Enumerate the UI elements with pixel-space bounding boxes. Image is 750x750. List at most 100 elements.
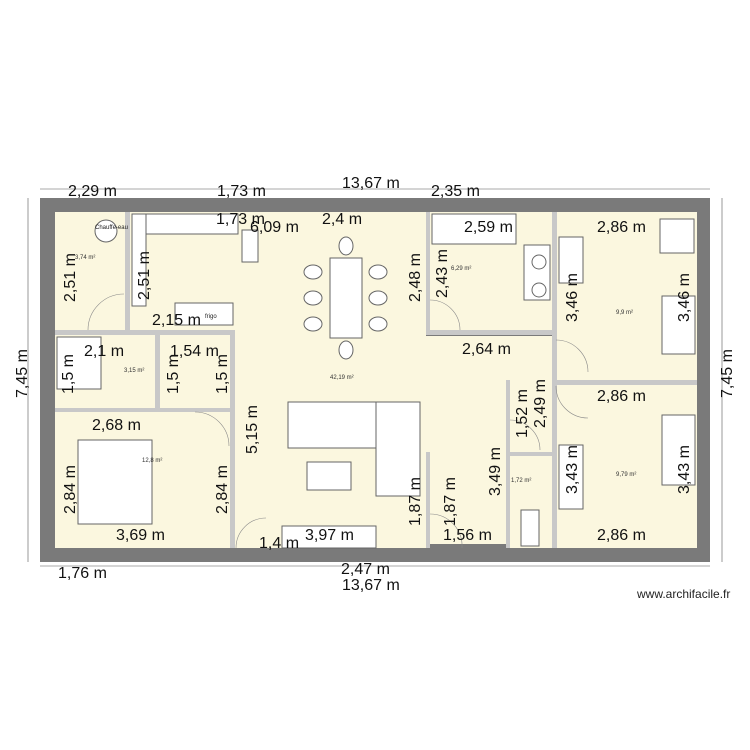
door-arc <box>87 293 125 331</box>
overall-height-left: 7,45 m <box>14 349 31 398</box>
chair <box>368 264 388 280</box>
desk <box>659 218 695 254</box>
door-arc <box>194 411 230 447</box>
dim-label: 1,52 m <box>514 389 531 438</box>
wall-shower-closet <box>155 335 160 408</box>
sink-basin <box>531 254 547 270</box>
dim-label: 1,4 m <box>259 535 299 552</box>
wall-wc-top <box>510 452 554 456</box>
wall-bedrooms-divider <box>557 380 697 385</box>
dim-label: 5,15 m <box>244 405 261 454</box>
toilet <box>520 509 540 547</box>
door-arc <box>429 299 461 331</box>
dim-label: 3,49 m <box>487 447 504 496</box>
chair <box>368 290 388 306</box>
dim-label: 1,87 m <box>407 477 424 526</box>
dim-label: 2,51 m <box>62 253 79 302</box>
dim-label: 3,43 m <box>676 445 693 494</box>
chair <box>303 316 323 332</box>
chair <box>303 290 323 306</box>
dim-label: 2,86 m <box>597 219 646 236</box>
dim-label: 6,09 m <box>250 219 299 236</box>
bathtub <box>431 213 517 245</box>
area-label: 6,29 m² <box>451 266 471 272</box>
dim-label: 2,43 m <box>434 249 451 298</box>
dim-label: 1,5 m <box>214 354 231 394</box>
door-arc <box>555 385 589 419</box>
dim-label: 3,43 m <box>564 445 581 494</box>
wall-entry-kitchen <box>125 212 130 330</box>
wall-bath-bottom <box>426 330 554 335</box>
dim-label: 3,46 m <box>676 273 693 322</box>
chair <box>338 340 354 360</box>
dim-label: 2,47 m <box>341 561 390 578</box>
boiler-icon <box>94 219 118 243</box>
dim-label: 2,15 m <box>152 312 201 329</box>
bed <box>661 414 696 486</box>
kitchen-island <box>241 229 259 263</box>
coffee-table <box>306 461 352 491</box>
kitchen-counter-side <box>131 213 147 307</box>
shower-tray <box>56 336 102 390</box>
wall-wc-left <box>506 380 510 548</box>
fridge-label: frigo <box>205 314 217 320</box>
dim-label: 2,59 m <box>464 219 513 236</box>
door-arc <box>555 339 589 373</box>
area-label: 9,9 m² <box>616 310 633 316</box>
dim-label: 1,5 m <box>165 354 182 394</box>
dim-label: 3,69 m <box>116 527 165 544</box>
chair <box>338 236 354 256</box>
dim-label: 1,73 m <box>217 183 266 200</box>
dim-label: 2,86 m <box>597 527 646 544</box>
overall-width-top: 13,67 m <box>342 175 400 192</box>
wardrobe <box>558 236 584 284</box>
wall-closet-right <box>230 335 235 548</box>
dim-label: 2,84 m <box>214 465 231 514</box>
wardrobe <box>558 444 584 510</box>
fridge <box>174 302 234 326</box>
dim-label: 1,73 m <box>216 211 265 228</box>
dim-label: 3,46 m <box>564 273 581 322</box>
dim-label: 1,5 m <box>60 354 77 394</box>
dim-label: 2,29 m <box>68 183 117 200</box>
tv-unit <box>281 525 377 549</box>
wall-bedroom-left <box>552 212 557 548</box>
area-label: 3,15 m² <box>124 368 144 374</box>
door-arc <box>509 419 541 451</box>
dim-label: 1,56 m <box>443 527 492 544</box>
dim-label: 1,87 m <box>442 477 459 526</box>
dim-label: 1,76 m <box>58 565 107 582</box>
dim-label: 2,86 m <box>597 388 646 405</box>
chair <box>368 316 388 332</box>
dim-label: 2,68 m <box>92 417 141 434</box>
dim-label: 2,51 m <box>136 251 153 300</box>
wall-entry-bottom <box>55 330 235 335</box>
boiler-label: Chauffe-eau <box>95 225 128 231</box>
wall-bedroom1-top <box>55 408 235 412</box>
area-label: 3,74 m² <box>75 255 95 261</box>
bed <box>661 295 696 355</box>
sofa-return <box>375 401 421 497</box>
dim-label: 3,97 m <box>305 527 354 544</box>
area-label: 12,8 m² <box>142 458 162 464</box>
dim-label: 2,84 m <box>62 465 79 514</box>
dim-label: 2,64 m <box>462 341 511 358</box>
area-label: 9,79 m² <box>616 472 636 478</box>
watermark: www.archifacile.fr <box>636 587 730 601</box>
dim-label: 2,48 m <box>407 253 424 302</box>
chair <box>303 264 323 280</box>
door-arc <box>235 517 267 549</box>
sink-basin <box>531 282 547 298</box>
area-label: 1,72 m² <box>511 478 531 484</box>
dim-label: 1,54 m <box>170 343 219 360</box>
dining-table <box>329 257 363 339</box>
overall-height-right: 7,45 m <box>719 349 736 398</box>
door-arc <box>429 513 463 549</box>
area-label: 42,19 m² <box>330 375 354 381</box>
bed <box>77 439 153 525</box>
dim-label: 2,1 m <box>84 343 124 360</box>
dim-label: 2,49 m <box>532 379 549 428</box>
wall-bath-left <box>426 212 430 330</box>
wall-hall-left <box>426 452 430 548</box>
